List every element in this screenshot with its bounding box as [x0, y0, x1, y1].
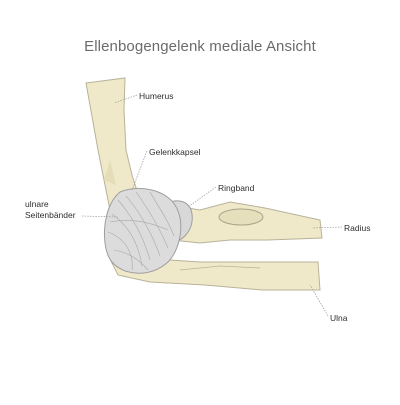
joint-capsule	[103, 187, 182, 274]
label-ulna: Ulna	[330, 313, 348, 323]
ulna-ridge	[179, 265, 261, 271]
label-ulnare-line2: Seitenbänder	[25, 210, 76, 220]
humerus-bone	[85, 77, 141, 211]
leader-lines	[81, 94, 343, 317]
radius-tuberosity	[218, 208, 264, 226]
label-radius: Radius	[344, 223, 371, 233]
diagram-title: Ellenbogengelenk mediale Ansicht	[84, 38, 316, 55]
label-ulnare-seitenbaender: ulnare Seitenbänder	[25, 199, 76, 221]
label-humerus: Humerus	[139, 91, 174, 101]
label-ulnare-line1: ulnare	[25, 199, 49, 209]
label-gelenkkapsel: Gelenkkapsel	[149, 147, 201, 157]
humerus-shading	[104, 160, 116, 185]
label-ringband: Ringband	[218, 183, 255, 193]
